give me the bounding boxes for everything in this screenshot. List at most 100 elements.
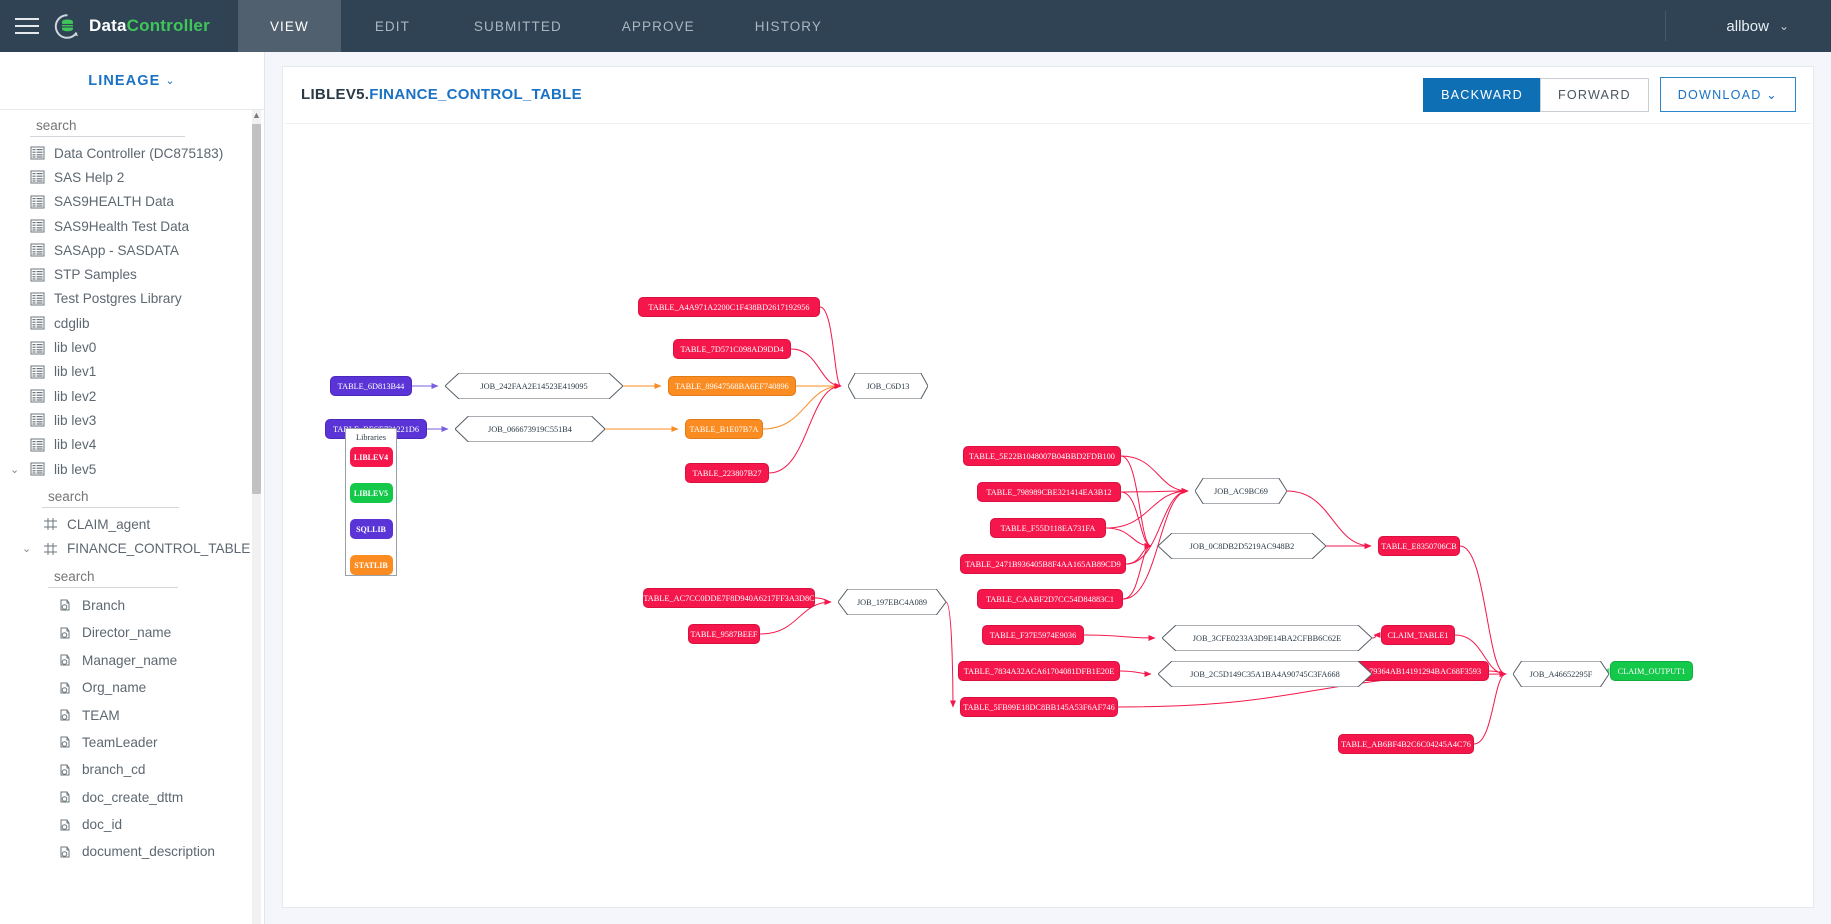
graph-edge xyxy=(1120,455,1189,494)
tree-item-column-director_name[interactable]: Director_name xyxy=(0,619,264,646)
tree-item-library-sasapp-sasdata[interactable]: SASApp - SASDATA xyxy=(0,238,264,262)
tree-item-table-claim-agent[interactable]: CLAIM_agent xyxy=(0,512,264,536)
graph-node-table[interactable]: TABLE_6D813B44 xyxy=(330,376,412,396)
graph-node-table[interactable]: TABLE_2471B936405B8F4AA165AB89CD9 xyxy=(960,554,1126,574)
tree-item-library-lib-lev0[interactable]: lib lev0 xyxy=(0,335,264,359)
tree-item-label: Branch xyxy=(82,597,126,613)
graph-node-table[interactable]: TABLE_F37E5974E9036 xyxy=(982,625,1084,645)
column-search-input[interactable] xyxy=(48,566,178,588)
chevron-down-icon[interactable]: ⌄ xyxy=(10,463,20,476)
graph-node-table[interactable]: TABLE_7D571C098AD9DD4 xyxy=(673,339,791,359)
graph-node-table[interactable]: TABLE_F55D118EA731FA xyxy=(990,518,1106,538)
tree-item-label: cdglib xyxy=(54,315,90,331)
graph-node-job[interactable]: JOB_AC9BC69 xyxy=(1195,478,1287,504)
tree-item-library-test-postgres-library[interactable]: Test Postgres Library xyxy=(0,287,264,311)
graph-node-job[interactable]: JOB_0C8DB2D5219AC948B2 xyxy=(1158,533,1326,559)
tree-item-label: SAS9Health Test Data xyxy=(54,218,190,234)
forward-button[interactable]: FORWARD xyxy=(1539,77,1649,112)
graph-node-table[interactable]: TABLE_9587BEEF xyxy=(688,624,760,644)
graph-node-table[interactable]: TABLE_7834A32ACA61704081DFB1E20E xyxy=(958,661,1120,681)
tree-item-column-teamleader[interactable]: TeamLeader xyxy=(0,729,264,756)
tree-item-library-sas-help-2[interactable]: SAS Help 2 xyxy=(0,165,264,189)
graph-node-label: JOB_2C5D149C35A1BA4A90745C3FA668 xyxy=(1190,669,1340,679)
library-search-input[interactable] xyxy=(30,116,185,137)
tab-history[interactable]: HISTORY xyxy=(754,18,822,34)
graph-edge xyxy=(814,597,832,605)
tab-edit[interactable]: EDIT xyxy=(374,18,410,34)
lineage-graph-canvas[interactable]: TABLE_6D813B44TABLE_BFCE731221D6TABLE_89… xyxy=(285,123,1811,889)
legend-chip-sqllib: SQLLIB xyxy=(349,519,393,539)
graph-edge xyxy=(1122,543,1152,600)
tree-item-column-org_name[interactable]: Org_name xyxy=(0,674,264,701)
graph-node-table[interactable]: TABLE_5E22B1048007B04BBD2FDB100 xyxy=(963,446,1121,466)
graph-node-job[interactable]: JOB_C6D13 xyxy=(848,373,928,399)
backward-button[interactable]: BACKWARD xyxy=(1423,77,1540,112)
tree-item-library-sas9health-test-data[interactable]: SAS9Health Test Data xyxy=(0,214,264,238)
table-search-row xyxy=(0,481,264,512)
hamburger-menu-icon[interactable] xyxy=(0,0,54,52)
tree-item-column-manager_name[interactable]: Manager_name xyxy=(0,647,264,674)
graph-node-table[interactable]: TABLE_223807B27 xyxy=(685,463,769,483)
tree-item-column-branch[interactable]: Branch xyxy=(0,592,264,619)
graph-node-job[interactable]: JOB_242FAA2E14523E419095 xyxy=(445,373,623,399)
tree-item-library-sas9health-data[interactable]: SAS9HEALTH Data xyxy=(0,190,264,214)
user-menu[interactable]: allbow ⌄ xyxy=(1665,11,1831,41)
tab-submitted[interactable]: SUBMITTED xyxy=(473,18,562,34)
tree-item-column-doc_id[interactable]: doc_id xyxy=(0,811,264,838)
tree-item-library-stp-samples[interactable]: STP Samples xyxy=(0,262,264,286)
tree-item-library-cdglib[interactable]: cdglib xyxy=(0,311,264,335)
graph-node-table[interactable]: TABLE_798989CBE321414EA3B12 xyxy=(977,482,1121,502)
graph-node-table[interactable]: TABLE_5FB99E18DC8BB145A53F6AF746 xyxy=(960,697,1118,717)
library-icon xyxy=(30,170,45,184)
graph-node-job[interactable]: JOB_197EBC4A089 xyxy=(838,589,946,615)
scrollbar-thumb[interactable] xyxy=(252,124,261,494)
tree-item-column-document_description[interactable]: document_description xyxy=(0,838,264,865)
brand-logo-area[interactable]: DataController xyxy=(54,0,238,52)
lineage-dropdown-header[interactable]: LINEAGE ⌄ xyxy=(0,52,264,110)
tab-view[interactable]: VIEW xyxy=(237,0,341,52)
download-button[interactable]: DOWNLOAD ⌄ xyxy=(1659,77,1796,112)
tree-item-library-lib-lev2[interactable]: lib lev2 xyxy=(0,384,264,408)
scroll-up-arrow-icon[interactable]: ▲ xyxy=(252,110,261,120)
graph-node-table[interactable]: TABLE_89647568BA6EF740896 xyxy=(668,376,796,396)
panel-actions: BACKWARD FORWARD DOWNLOAD ⌄ xyxy=(1423,77,1796,112)
library-icon xyxy=(30,219,45,233)
graph-node-table[interactable]: TABLE_AC7CC0DDE7F8D940A6217FF3A3D8C xyxy=(643,588,815,608)
tree-item-library-lib-lev3[interactable]: lib lev3 xyxy=(0,408,264,432)
tree-item-library-lib-lev1[interactable]: lib lev1 xyxy=(0,360,264,384)
tab-approve[interactable]: APPROVE xyxy=(621,18,695,34)
direction-button-group: BACKWARD FORWARD xyxy=(1423,77,1649,112)
graph-node-job[interactable]: JOB_2C5D149C35A1BA4A90745C3FA668 xyxy=(1158,661,1372,687)
tree-item-library-lib-lev4[interactable]: lib lev4 xyxy=(0,433,264,457)
graph-node-table[interactable]: TABLE_B1E07B7A xyxy=(685,419,763,439)
tree-item-label: SASApp - SASDATA xyxy=(54,242,179,258)
table-search-input[interactable] xyxy=(42,487,179,509)
graph-node-table[interactable]: TABLE_E8350706CB xyxy=(1378,536,1460,556)
graph-node-table[interactable]: TABLE_CAABF2D7CC54D84883C1 xyxy=(977,589,1123,609)
column-icon xyxy=(58,598,73,612)
graph-node-table[interactable]: TABLE_AB6BF4B2C6C04245A4C76 xyxy=(1338,734,1474,754)
sidebar-scrollbar[interactable]: ▲ xyxy=(252,110,261,924)
graph-node-job[interactable]: JOB_066673919C551B4 xyxy=(455,416,605,442)
graph-node-label: JOB_242FAA2E14523E419095 xyxy=(480,381,588,391)
graph-edge xyxy=(790,348,842,389)
graph-node-table[interactable]: CLAIM_TABLE1 xyxy=(1381,625,1455,645)
tree-item-column-branch_cd[interactable]: branch_cd xyxy=(0,756,264,783)
graph-node-table[interactable]: CLAIM_OUTPUT1 xyxy=(1610,661,1693,681)
library-tree: Data Controller (DC875183) SAS Help 2 SA… xyxy=(0,110,264,924)
tree-item-library-lib-lev5[interactable]: ⌄ lib lev5 xyxy=(0,457,264,481)
graph-node-job[interactable]: JOB_A46652295F xyxy=(1513,661,1609,687)
tree-item-table-finance-control-table[interactable]: ⌄ FINANCE_CONTROL_TABLE xyxy=(0,536,264,560)
scrollbar-track[interactable] xyxy=(252,110,261,924)
tree-item-label: STP Samples xyxy=(54,267,137,283)
graph-node-table[interactable]: TABLE_A4A971A2200C1F438BD2617192956 xyxy=(638,297,820,317)
table-icon xyxy=(43,542,58,556)
tree-item-column-doc_create_dttm[interactable]: doc_create_dttm xyxy=(0,783,264,810)
tree-item-column-team[interactable]: TEAM xyxy=(0,701,264,728)
tree-item-library-data-controller-dc875183[interactable]: Data Controller (DC875183) xyxy=(0,141,264,165)
graph-node-job[interactable]: JOB_3CFE0233A3D9E14BA2CFBB6C62E xyxy=(1162,625,1372,651)
chevron-down-icon[interactable]: ⌄ xyxy=(22,543,32,556)
chevron-down-icon[interactable]: ⌄ xyxy=(1778,19,1789,33)
